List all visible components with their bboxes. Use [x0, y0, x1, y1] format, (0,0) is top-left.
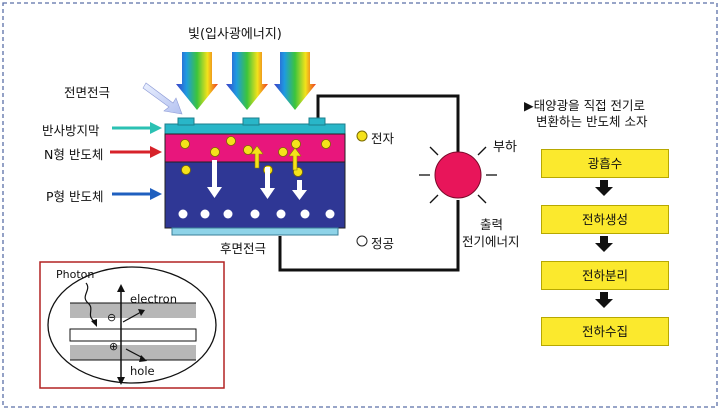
hole-down-arrows — [207, 160, 307, 200]
front-electrode-label: 전면전극 — [64, 85, 111, 100]
hole-legend-label: 정공 — [371, 236, 395, 251]
circuit-wire-bottom — [278, 200, 460, 272]
load-label: 부하 — [493, 140, 517, 155]
step-charge-generation: 전하생성 — [541, 205, 669, 234]
n-type-label: N형 반도체 — [44, 147, 104, 162]
electron-legend-label: 전자 — [371, 131, 395, 146]
inset-electron-arrow — [122, 309, 145, 323]
back-electrode-layer — [171, 227, 339, 236]
inset-plus-symbol: ⊕ — [109, 340, 119, 353]
p-type-label: P형 반도체 — [46, 189, 104, 204]
electron-up-arrows — [250, 145, 302, 171]
step-charge-collection: 전하수집 — [541, 317, 669, 346]
step-flow-arrows — [595, 180, 613, 308]
inset-photon-label: Photon — [56, 268, 95, 281]
inset-axis-arrow — [117, 284, 125, 385]
inset-electron-label: electron — [130, 292, 177, 306]
inset-minus-symbol: ⊖ — [107, 311, 117, 324]
output-label-line1: 출력 — [480, 217, 504, 232]
legend-electron-marker — [356, 130, 368, 142]
step-charge-separation: 전하분리 — [541, 261, 669, 290]
inset-junction — [69, 328, 197, 342]
anti-reflection-arrow — [112, 122, 162, 134]
front-electrode-finger-1 — [177, 117, 195, 126]
front-electrode-finger-2 — [242, 117, 260, 126]
back-electrode-label: 후면전극 — [220, 241, 267, 256]
front-electrode-arrow — [142, 82, 183, 115]
step-light-absorption: 광흡수 — [541, 149, 669, 178]
light-ray-1 — [176, 52, 218, 110]
hole-dots — [178, 209, 335, 219]
front-electrode-finger-3 — [308, 117, 326, 126]
light-label: 빛(입사광에너지) — [188, 27, 282, 42]
description-line2: 변환하는 반도체 소자 — [536, 114, 648, 129]
legend-hole-marker — [356, 235, 368, 247]
light-ray-3 — [274, 52, 316, 110]
inset-photon-path — [84, 282, 95, 322]
light-ray-2 — [226, 52, 268, 110]
inset-upper-band — [70, 303, 196, 318]
description-line1: ▶태양광을 직접 전기로 — [524, 98, 646, 113]
inset-hole-arrow — [125, 348, 147, 362]
circuit-wire-top — [316, 94, 460, 155]
p-type-arrow — [112, 188, 162, 200]
output-label-line2: 전기에너지 — [462, 234, 520, 249]
n-type-arrow — [110, 146, 162, 158]
anti-reflection-label: 반사방지막 — [42, 123, 100, 138]
light-rays — [176, 52, 316, 110]
load-bulb — [419, 137, 497, 213]
inset-hole-label: hole — [130, 364, 155, 378]
